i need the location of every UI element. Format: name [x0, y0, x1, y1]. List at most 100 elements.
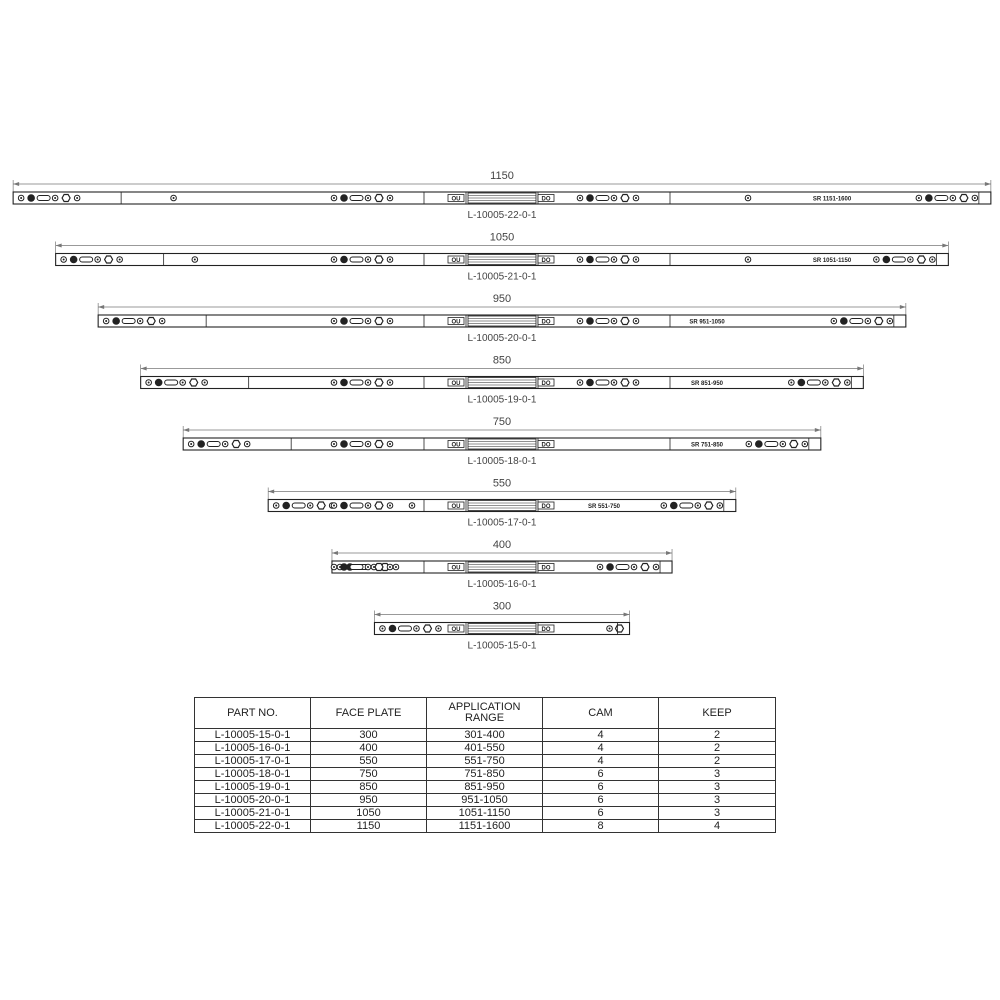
cam-pin-icon — [586, 255, 594, 264]
hole-center-icon — [181, 381, 184, 384]
left-keep-tag-text: OU — [452, 443, 461, 449]
range-marking: SR 551-750 — [588, 504, 621, 510]
right-keep-tag — [537, 378, 555, 387]
cam-pin-icon — [340, 255, 348, 264]
range-marking: SR 1051-1150 — [813, 258, 852, 264]
hex-nut-icon — [614, 624, 625, 633]
hole-center-icon — [367, 443, 369, 445]
cam-pin-icon — [282, 501, 290, 510]
hole-center-icon — [635, 381, 637, 384]
cam-pin-icon — [69, 255, 78, 264]
hole-center-icon — [389, 197, 391, 199]
hex-nut-icon — [874, 316, 884, 326]
hole-center-icon — [394, 566, 397, 568]
header-part-no: PART NO. — [194, 697, 311, 729]
slot-icon — [934, 195, 949, 201]
cam-pin-icon — [797, 378, 806, 387]
hole-center-icon — [747, 443, 750, 445]
right-keep-tag-text: DO — [542, 258, 551, 264]
slot-icon — [397, 625, 412, 632]
left-keep-tag-text: OU — [452, 504, 461, 510]
hole-center-icon — [367, 320, 369, 322]
slot-icon — [849, 318, 864, 324]
arrowhead-icon — [55, 243, 62, 248]
cell-keep: 4 — [658, 819, 776, 833]
cell-cam: 6 — [542, 793, 659, 807]
hole-center-icon — [367, 504, 369, 507]
arrowhead-icon — [183, 428, 190, 432]
hex-nut-icon — [374, 501, 384, 510]
slot-icon — [349, 502, 364, 509]
hole-center-icon — [389, 566, 391, 568]
hole-center-icon — [613, 258, 615, 261]
slot-icon — [595, 256, 610, 263]
cell-face-plate: 1150 — [310, 819, 427, 833]
hole-center-icon — [139, 320, 142, 322]
hole-center-icon — [875, 258, 878, 261]
hole-center-icon — [20, 197, 23, 199]
hole-center-icon — [333, 443, 335, 445]
cell-part-no: L-10005-20-0-1 — [194, 793, 311, 807]
arrowhead-icon — [942, 243, 949, 248]
left-keep-tag — [447, 317, 465, 325]
hole-center-icon — [635, 258, 637, 261]
hole-center-icon — [437, 627, 440, 630]
hole-center-icon — [381, 627, 384, 630]
cell-part-no: L-10005-19-0-1 — [194, 780, 311, 794]
left-keep-tag — [447, 563, 465, 571]
hole-center-icon — [579, 320, 581, 322]
slot-icon — [206, 441, 221, 447]
cam-pin-icon — [340, 378, 348, 387]
header-range-line1: APPLICATION — [448, 701, 521, 713]
left-keep-tag — [447, 378, 465, 387]
hex-nut-icon — [620, 378, 630, 387]
hole-center-icon — [333, 320, 335, 322]
arrowhead-icon — [374, 612, 381, 617]
hole-center-icon — [389, 443, 391, 445]
cell-part-no: L-10005-21-0-1 — [194, 806, 311, 820]
hole-center-icon — [367, 197, 369, 199]
right-keep-tag — [537, 194, 555, 202]
dimension-label: 400 — [493, 539, 511, 551]
arrowhead-icon — [666, 551, 673, 555]
hex-nut-icon — [620, 316, 630, 326]
part-number-label: L-10005-18-0-1 — [468, 456, 537, 467]
hex-nut-icon — [61, 193, 71, 203]
cell-face-plate: 300 — [310, 728, 427, 742]
dimension-label: 300 — [493, 601, 511, 613]
hole-center-icon — [662, 504, 665, 507]
hex-nut-icon — [789, 439, 799, 449]
slot-icon — [121, 318, 136, 324]
hole-center-icon — [747, 258, 749, 261]
right-keep-tag — [537, 501, 555, 510]
arrowhead-icon — [899, 305, 906, 309]
header-range-line2: RANGE — [464, 712, 505, 724]
header-face-plate: FACE PLATE — [310, 697, 427, 729]
cell-application-range: 951-1050 — [426, 793, 543, 807]
hole-center-icon — [118, 258, 121, 261]
hole-center-icon — [333, 381, 335, 384]
hole-center-icon — [333, 504, 335, 507]
hole-center-icon — [696, 504, 699, 507]
hex-nut-icon — [704, 501, 714, 510]
cam-pin-icon — [197, 440, 205, 448]
right-keep-tag-text: DO — [542, 320, 551, 326]
arrowhead-icon — [268, 489, 275, 494]
cell-part-no: L-10005-18-0-1 — [194, 767, 311, 781]
part-table-container: PART NO. FACE PLATE APPLICATION RANGE CA… — [194, 697, 776, 833]
table-header-row: PART NO. FACE PLATE APPLICATION RANGE CA… — [194, 697, 776, 729]
range-marking: SR 951-1050 — [689, 320, 725, 326]
right-keep-tag-text: DO — [542, 381, 551, 387]
hole-center-icon — [367, 381, 369, 384]
slot-icon — [595, 318, 610, 324]
slot-icon — [79, 256, 94, 263]
cell-application-range: 301-400 — [426, 728, 543, 742]
